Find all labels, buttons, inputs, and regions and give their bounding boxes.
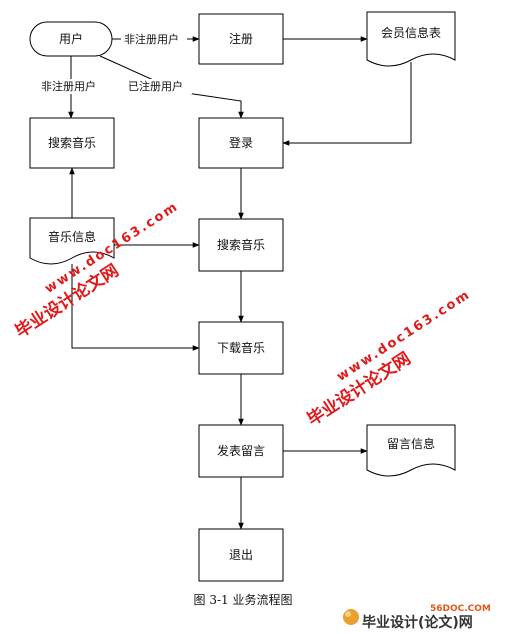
logo-ball-icon <box>343 609 359 625</box>
watermark-right: 毕业设计论文网 www.doc163.com <box>303 287 473 430</box>
edge-user-login <box>99 55 244 119</box>
node-register: 注册 <box>198 13 284 65</box>
node-music-info: 音乐信息 <box>29 217 115 265</box>
node-user: 用户 <box>29 21 113 57</box>
edge-label-registered: 已注册用户 <box>128 79 183 93</box>
edge-label-unregistered-right: 非注册用户 <box>124 32 179 46</box>
node-search-center: 搜索音乐 <box>198 218 284 272</box>
node-member-table-label: 会员信息表 <box>381 25 441 40</box>
node-post-message-label: 发表留言 <box>217 443 265 458</box>
figure-caption: 图 3-1 业务流程图 <box>194 592 293 607</box>
edge-label-bg <box>39 79 105 94</box>
node-login-label: 登录 <box>229 135 253 150</box>
node-login: 登录 <box>198 117 284 169</box>
node-message-info-label: 留言信息 <box>387 436 435 451</box>
node-post-message: 发表留言 <box>198 424 284 478</box>
node-user-label: 用户 <box>59 31 83 46</box>
node-music-info-label: 音乐信息 <box>48 229 96 244</box>
node-search-center-label: 搜索音乐 <box>217 237 265 252</box>
logo-ball-highlight <box>345 611 351 617</box>
watermark-logo-url: 56DOC.COM <box>430 604 491 614</box>
edge-member-table-login <box>282 62 412 146</box>
edge-label-unregistered-down: 非注册用户 <box>41 79 96 93</box>
node-exit: 退出 <box>198 528 284 582</box>
node-register-label: 注册 <box>229 31 253 46</box>
node-message-info: 留言信息 <box>366 424 456 477</box>
edge-label-bg <box>121 31 187 46</box>
node-exit-label: 退出 <box>229 548 253 562</box>
watermark-logo: 56DOC.COM 毕业设计(论文)网 <box>343 604 491 631</box>
node-download: 下载音乐 <box>198 321 284 375</box>
edge-music-info-download <box>71 264 200 351</box>
node-search-left-label: 搜索音乐 <box>48 135 96 150</box>
node-download-label: 下载音乐 <box>217 340 265 355</box>
node-search-left: 搜索音乐 <box>29 117 115 169</box>
watermark-logo-text: 毕业设计(论文)网 <box>362 614 473 631</box>
node-member-table: 会员信息表 <box>366 11 456 67</box>
edge-label-bg <box>126 79 192 94</box>
